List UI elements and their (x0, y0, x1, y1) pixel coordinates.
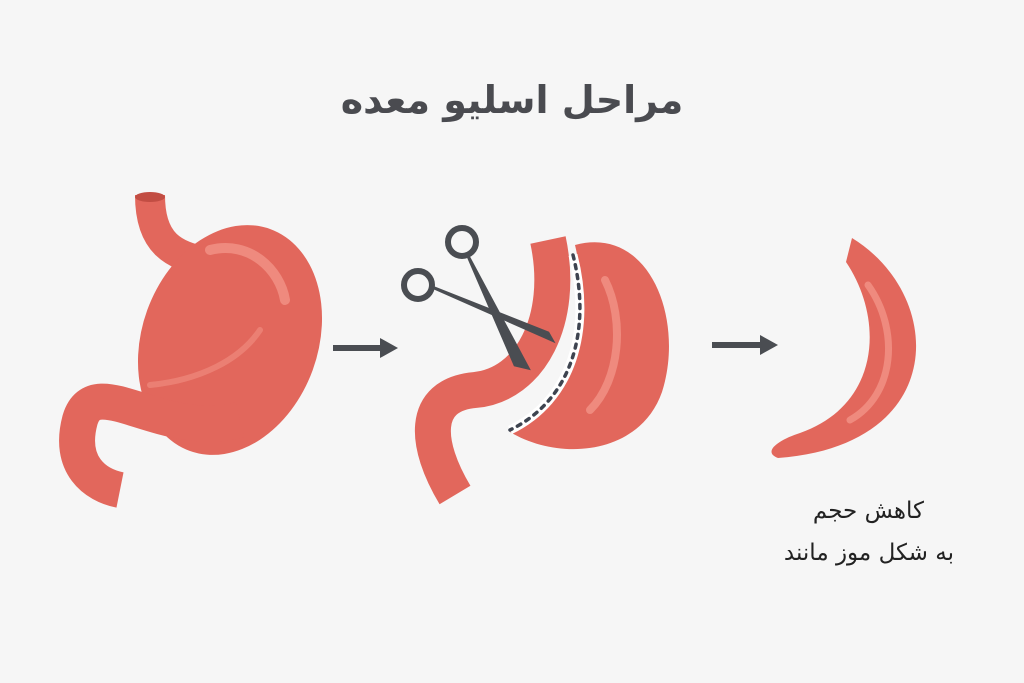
normal-stomach (59, 192, 323, 508)
arrow-right-icon (333, 338, 398, 358)
caption-banana-shape: به شکل موز مانند (783, 540, 954, 566)
caption-volume-reduction: کاهش حجم (812, 498, 924, 524)
sleeve-stomach (771, 238, 917, 458)
arrow-right-icon (712, 335, 778, 355)
scissors-icon (401, 225, 556, 371)
cutting-stomach (414, 236, 669, 505)
page-title: مراحل اسلیو معده (340, 78, 684, 122)
